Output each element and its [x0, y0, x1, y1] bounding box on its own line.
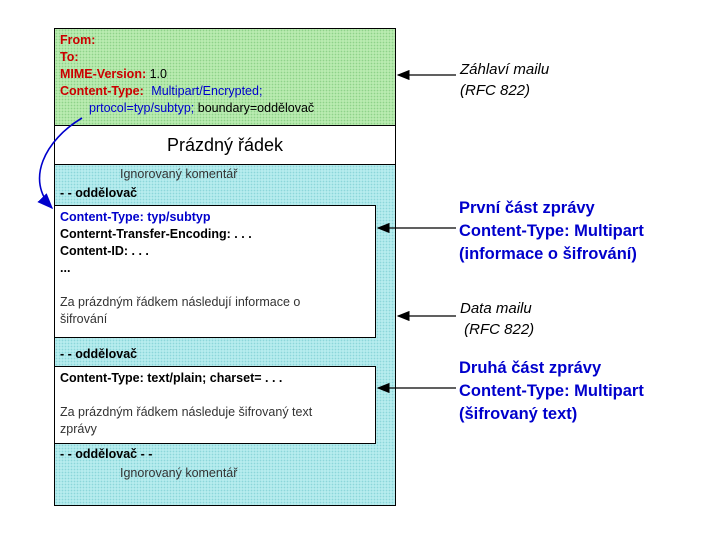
label-second-part-type: Content-Type: Multipart	[459, 382, 644, 400]
separator-2: - - oddělovač	[60, 347, 138, 361]
label-header-rfc: (RFC 822)	[460, 82, 531, 99]
header-content-type: Content-Type: Multipart/Encrypted;	[60, 83, 262, 100]
part2-note-line2: zprávy	[60, 422, 97, 436]
header-params: prtocol=typ/subtyp; boundary=oddělovač	[89, 100, 314, 117]
header-mime-version: MIME-Version: 1.0	[60, 66, 167, 83]
message-part-1: Content-Type: typ/subtyp Conternt-Transf…	[54, 205, 376, 338]
label-second-part-desc: (šifrovaný text)	[459, 405, 578, 423]
part1-content-id: Content-ID: . . .	[60, 244, 149, 258]
label-first-part-type: Content-Type: Multipart	[459, 222, 644, 240]
content-type-key: Content-Type:	[60, 84, 144, 98]
protocol-param: prtocol=typ/subtyp;	[89, 101, 195, 115]
ignored-comment-top: Ignorovaný komentář	[120, 167, 238, 181]
separator-1: - - oddělovač	[60, 186, 138, 200]
message-part-2: Content-Type: text/plain; charset= . . .…	[54, 366, 376, 444]
boundary-param: boundary=oddělovač	[194, 101, 315, 115]
label-data-rfc: (RFC 822)	[460, 321, 535, 338]
part1-ellipsis: ...	[60, 261, 71, 275]
ignored-comment-bottom: Ignorovaný komentář	[120, 466, 238, 480]
content-type-value: Multipart/Encrypted;	[151, 84, 263, 98]
part1-transfer-encoding: Conternt-Transfer-Encoding: . . .	[60, 227, 252, 241]
part1-note-line2: šifrování	[60, 312, 108, 326]
label-first-part-title: První část zprávy	[459, 199, 595, 217]
label-data-title: Data mailu	[460, 300, 532, 317]
arrow-boundary-link	[37, 117, 83, 210]
part2-note-line1: Za prázdným řádkem následuje šifrovaný t…	[60, 405, 313, 419]
mime-version-value: 1.0	[149, 67, 167, 81]
part1-content-type: Content-Type: typ/subtyp	[60, 210, 211, 224]
separator-end: - - oddělovač - -	[60, 447, 153, 461]
label-first-part-desc: (informace o šifrování)	[459, 245, 637, 263]
part1-note-line1: Za prázdným řádkem následují informace o	[60, 295, 301, 309]
label-second-part-title: Druhá část zprávy	[459, 359, 602, 377]
part2-content-type: Content-Type: text/plain; charset= . . .	[60, 371, 283, 385]
email-header-block: From: To: MIME-Version: 1.0 Content-Type…	[54, 28, 396, 126]
mime-version-key: MIME-Version:	[60, 67, 147, 81]
header-from: From:	[60, 33, 96, 47]
label-header-title: Záhlaví mailu	[460, 61, 550, 78]
header-to: To:	[60, 50, 79, 64]
